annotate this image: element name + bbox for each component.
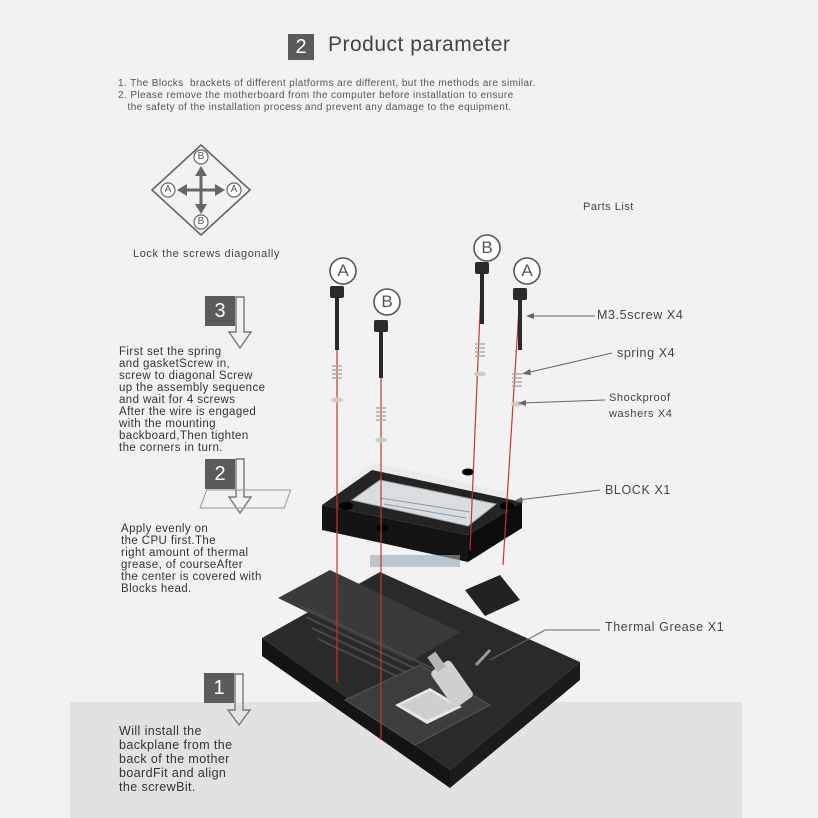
step-3-line: the corners in turn.: [119, 442, 223, 454]
parts-list-label: Parts List: [583, 201, 634, 213]
step-2-text: Apply evenly on the CPU first.The right …: [121, 523, 262, 595]
step-3-line: backboard,Then tighten: [119, 430, 249, 442]
install-notes: 1. The Blocks brackets of different plat…: [118, 78, 536, 114]
page-title: Product parameter: [328, 33, 511, 56]
screw-marker-a2: A: [521, 261, 533, 280]
step-3-line: screw to diagonal Screw: [119, 370, 253, 382]
springs: [332, 343, 522, 421]
step-2-number: 2: [205, 459, 235, 489]
step-arrows: [226, 296, 253, 727]
step-1-text: Will install the backplane from the back…: [119, 724, 233, 794]
water-block: [199, 462, 522, 567]
step-2-line: right amount of thermal: [121, 547, 249, 559]
step-2-line: Apply evenly on: [121, 523, 209, 535]
step-1-line: back of the mother: [119, 752, 230, 766]
step-3-number: 3: [205, 296, 235, 326]
lock-screws-label: Lock the screws diagonally: [133, 248, 281, 260]
heading-number: 2: [288, 34, 314, 60]
thermal-grease-syringe: [427, 648, 492, 708]
step-2-line: grease, of courseAfter: [121, 559, 243, 571]
diagram-label-right: A: [230, 184, 238, 195]
step-1-line: boardFit and align: [119, 766, 227, 780]
washers-callout-line2: washers X4: [609, 408, 673, 420]
step-2-line: the center is covered with: [121, 571, 262, 583]
step-1-line: the screwBit.: [119, 780, 196, 794]
diagram-label-top: B: [197, 151, 205, 162]
screw-marker-a1: A: [337, 261, 349, 280]
step-3-line: First set the spring: [119, 346, 222, 358]
step-3-line: with the mounting: [119, 418, 216, 430]
callout-leaders: [489, 313, 613, 661]
spring-callout: spring X4: [617, 346, 676, 360]
diagram-label-bottom: B: [197, 216, 205, 227]
screw-marker-circles: [329, 234, 541, 316]
screw-marker-b2: B: [481, 238, 493, 257]
lock-order-diagram: [150, 143, 252, 237]
step-1-line: Will install the: [119, 724, 202, 738]
step-3-line: and wait for 4 screws: [119, 394, 236, 406]
step-3-line: After the wire is engaged: [119, 406, 257, 418]
step-2-line: Blocks head.: [121, 583, 192, 595]
step-1-number: 1: [204, 673, 234, 703]
grease-callout: Thermal Grease X1: [605, 620, 725, 634]
screws: [330, 262, 527, 378]
step-1-line: backplane from the: [119, 738, 233, 752]
step-3-text: First set the spring and gasketScrew in,…: [119, 346, 265, 454]
washers: [331, 371, 523, 443]
washers-callout-line1: Shockproof: [609, 392, 671, 404]
note-2: 2. Please remove the motherboard from th…: [118, 90, 514, 101]
step-2-line: the CPU first.The: [121, 535, 216, 547]
note-1: 1. The Blocks brackets of different plat…: [118, 78, 536, 89]
note-3: the safety of the installation process a…: [118, 102, 512, 113]
step-3-line: up the assembly sequence: [119, 382, 266, 394]
diagram-label-left: A: [164, 184, 172, 195]
screw-callout: M3.5screw X4: [597, 308, 684, 322]
block-callout: BLOCK X1: [605, 483, 671, 497]
screw-marker-b1: B: [381, 292, 393, 311]
motherboard: [262, 570, 580, 788]
step-3-line: and gasketScrew in,: [119, 358, 231, 370]
